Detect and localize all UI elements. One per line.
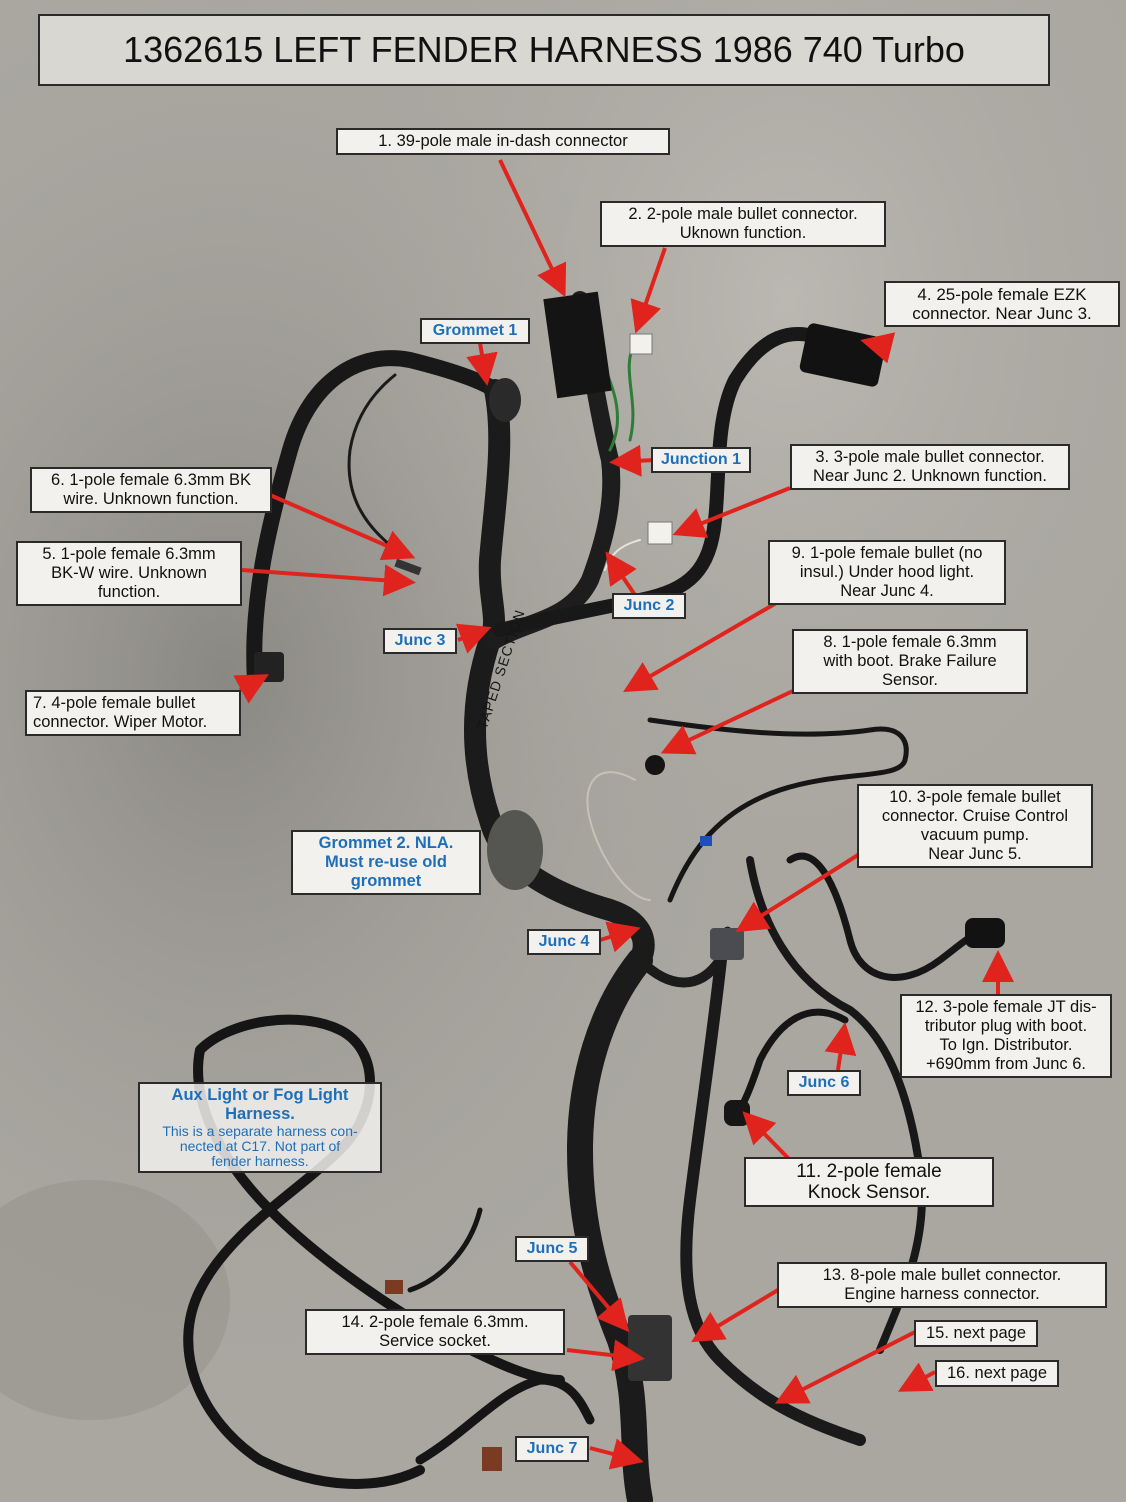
tag-junc-6: Junc 6	[787, 1070, 861, 1096]
callout-15-next-page: 15. next page	[914, 1320, 1038, 1347]
tag-junc-7: Junc 7	[515, 1436, 589, 1462]
pointer-arrows	[233, 159, 1014, 1470]
callout-engine-harness-connector: 13. 8-pole male bullet connector.Engine …	[777, 1262, 1107, 1308]
callout-2-pole-male-bullet: 2. 2-pole male bullet connector.Uknown f…	[600, 201, 886, 247]
tag-junc-5: Junc 5	[515, 1236, 589, 1262]
diagram-title: 1362615 LEFT FENDER HARNESS 1986 740 Tur…	[38, 14, 1050, 86]
tag-junc-3: Junc 3	[383, 628, 457, 654]
callout-distributor-plug: 12. 3-pole female JT dis-tributor plug w…	[900, 994, 1112, 1078]
connectors	[254, 291, 1005, 1471]
aux-fog-light-harness-note: Aux Light or Fog Light Harness. This is …	[138, 1082, 382, 1173]
tag-junc-4: Junc 4	[527, 929, 601, 955]
callout-3-pole-male-bullet: 3. 3-pole male bullet connector.Near Jun…	[790, 444, 1070, 490]
callout-16-next-page: 16. next page	[935, 1360, 1059, 1387]
tag-junction-1: Junction 1	[651, 447, 751, 473]
callout-service-socket: 14. 2-pole female 6.3mm.Service socket.	[305, 1309, 565, 1355]
tag-junc-2: Junc 2	[612, 593, 686, 619]
tag-grommet-1: Grommet 1	[420, 318, 530, 344]
callout-39-pole-in-dash-connector: 1. 39-pole male in-dash connector	[336, 128, 670, 155]
